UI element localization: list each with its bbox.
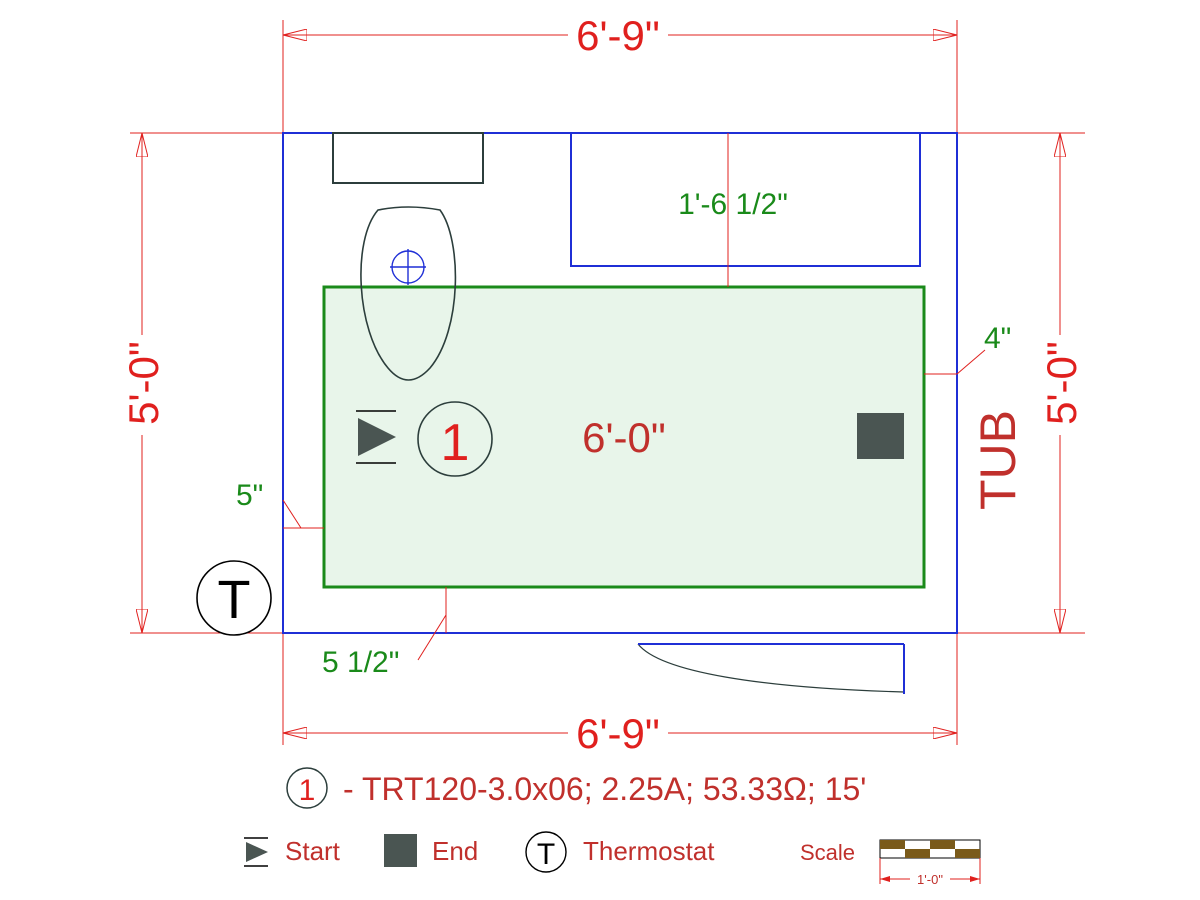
start-marker-icon [356, 410, 396, 464]
legend-end-icon [384, 834, 417, 867]
vanity-gap-dimension: 1'-6 1/2" [678, 188, 788, 221]
tub-label: TUB [970, 410, 1026, 510]
heating-mat [322, 285, 926, 589]
end-marker-icon [857, 413, 904, 459]
left-height-dimension: 5'-0" [120, 341, 167, 425]
legend-cable-spec: - TRT120-3.0x06; 2.25A; 53.33Ω; 15' [343, 771, 866, 807]
left-offset-dimension: 5" [236, 479, 263, 512]
right-offset-dimension: 4" [984, 322, 1011, 355]
legend-thermostat-label: Thermostat [583, 836, 715, 866]
drain-icon [390, 249, 426, 285]
toilet-tank [332, 132, 484, 184]
legend-start-label: Start [285, 836, 341, 866]
thermostat-icon [196, 560, 272, 636]
vanity [570, 132, 921, 267]
toilet-bowl [360, 206, 457, 381]
legend-cable-circle [286, 767, 328, 809]
legend-cable-number: 1 [299, 774, 316, 807]
bottom-width-dimension: 6'-9" [576, 710, 660, 757]
scale-label: Scale [800, 840, 855, 865]
legend-start-icon [244, 837, 268, 867]
leader-lines [282, 133, 986, 661]
legend-thermostat-icon [525, 831, 567, 873]
zone-number-circle [417, 401, 493, 477]
right-height-dimension: 5'-0" [1038, 341, 1085, 425]
thermostat-symbol: T [218, 570, 251, 630]
mat-length-dimension: 6'-0" [582, 414, 666, 461]
scale-value: 1'-0" [917, 872, 943, 887]
legend-end-label: End [432, 836, 478, 866]
bottom-offset-dimension: 5 1/2" [322, 646, 399, 679]
top-width-dimension: 6'-9" [576, 12, 660, 59]
zone-number: 1 [441, 414, 470, 472]
door-swing [637, 643, 905, 694]
scale-bar [879, 839, 981, 885]
legend-thermostat-symbol: T [537, 838, 555, 871]
